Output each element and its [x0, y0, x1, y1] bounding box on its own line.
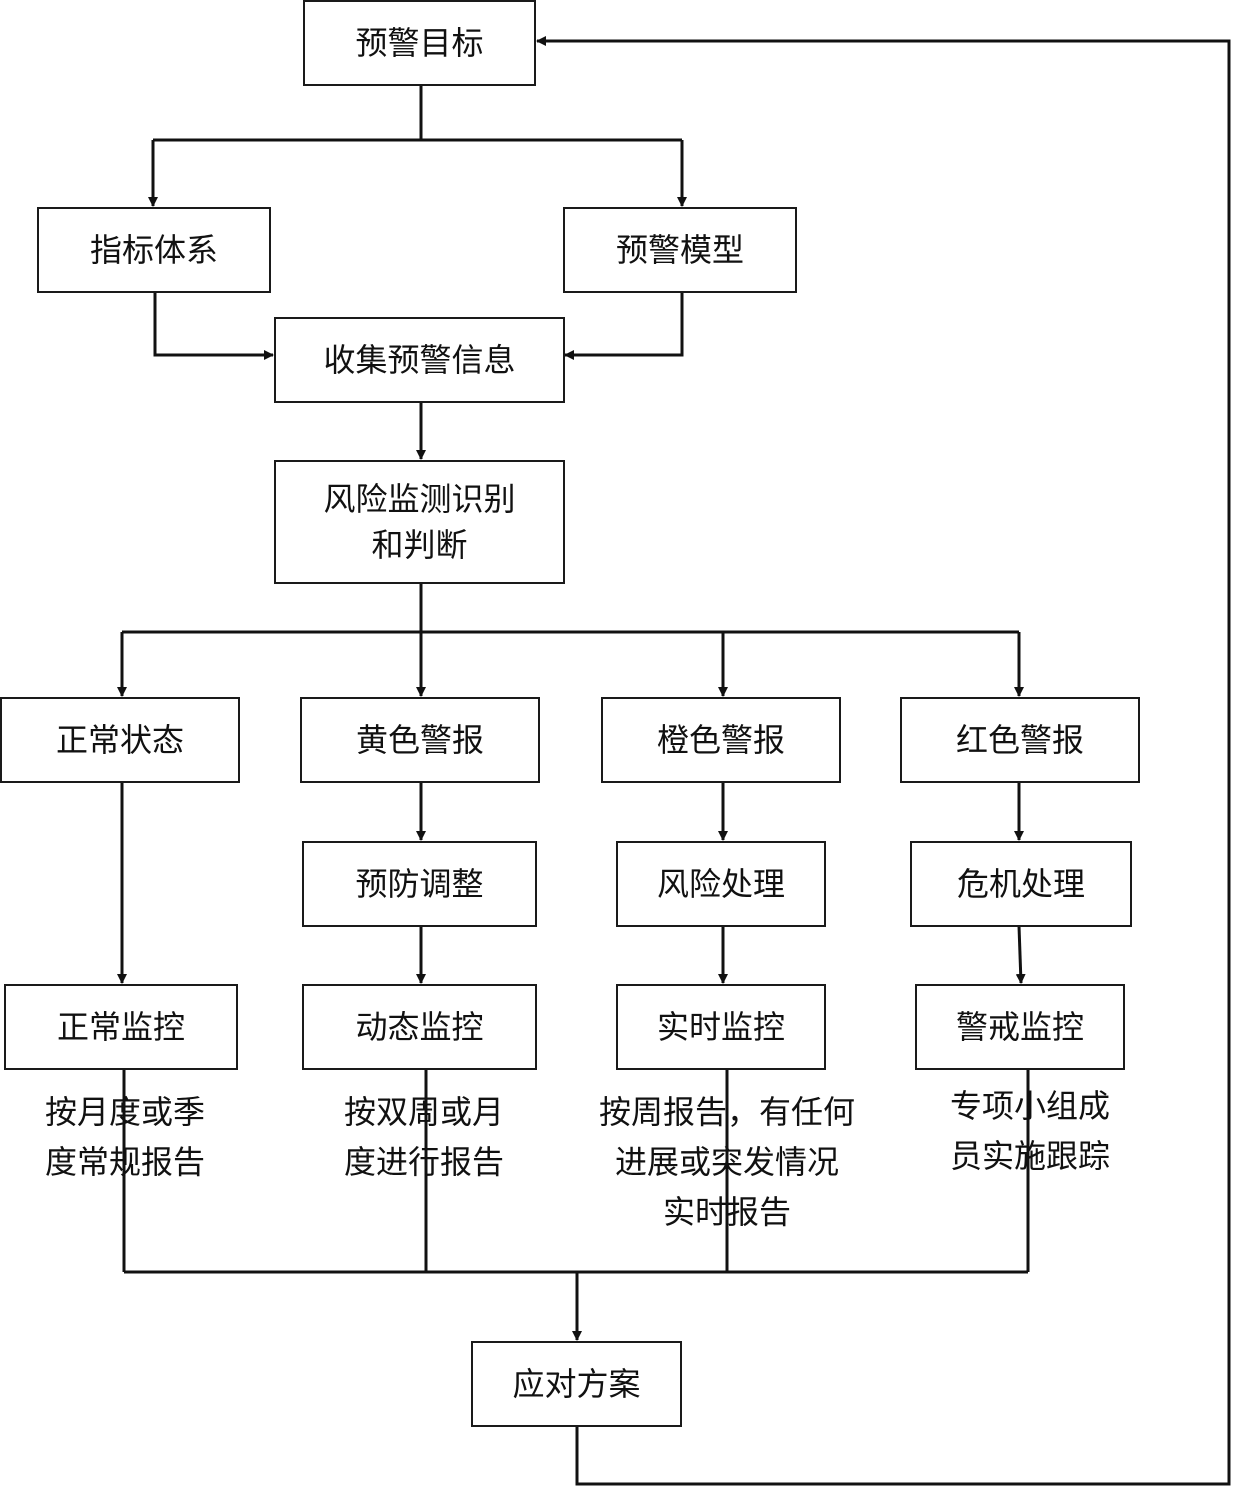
note-alert-monitor: 专项小组成 员实施跟踪: [910, 1081, 1150, 1181]
node-model: 预警模型: [563, 207, 797, 293]
node-normal-monitor-label: 正常监控: [56, 1008, 185, 1046]
node-orange-alert: 橙色警报: [601, 697, 841, 783]
node-prevent-adjust: 预防调整: [302, 841, 537, 927]
note-dynamic-line2: 度进行报告: [343, 1143, 504, 1181]
note-normal-line2: 度常规报告: [44, 1143, 205, 1181]
note-alert-line1: 专项小组成: [949, 1087, 1110, 1125]
note-realtime-line2: 进展或突发情况: [614, 1143, 839, 1181]
node-dynamic-monitor: 动态监控: [302, 984, 537, 1070]
node-dynamic-monitor-label: 动态监控: [355, 1008, 484, 1046]
node-orange-alert-label: 橙色警报: [656, 721, 785, 759]
note-dynamic-monitor: 按双周或月 度进行报告: [304, 1087, 544, 1187]
node-red-alert-label: 红色警报: [955, 721, 1084, 759]
node-realtime-monitor-label: 实时监控: [656, 1008, 785, 1046]
node-risk-handling: 风险处理: [616, 841, 826, 927]
node-collect: 收集预警信息: [274, 317, 565, 403]
node-goal-label: 预警目标: [355, 24, 484, 62]
node-normal-monitor: 正常监控: [4, 984, 238, 1070]
node-yellow-alert: 黄色警报: [300, 697, 540, 783]
edge-model-to-collect: [564, 292, 684, 360]
note-realtime-monitor: 按周报告，有任何 进展或突发情况 实时报告: [586, 1087, 868, 1237]
node-identify-label-line1: 风险监测识别: [323, 480, 516, 518]
node-model-label: 预警模型: [615, 231, 744, 269]
note-normal-line1: 按月度或季: [44, 1093, 205, 1131]
edge-crisis-to-alert: [1015, 925, 1026, 984]
node-indicators-label: 指标体系: [89, 231, 218, 269]
note-realtime-line1: 按周报告，有任何: [598, 1093, 855, 1131]
edge-feedback-loop: [536, 36, 1231, 1486]
node-normal-state: 正常状态: [0, 697, 240, 783]
note-alert-line2: 员实施跟踪: [949, 1137, 1110, 1175]
node-response-plan: 应对方案: [471, 1341, 682, 1427]
note-dynamic-line1: 按双周或月: [343, 1093, 504, 1131]
edge-indicators-to-collect: [153, 292, 274, 360]
node-realtime-monitor: 实时监控: [616, 984, 826, 1070]
node-red-alert: 红色警报: [900, 697, 1140, 783]
node-identify-label-line2: 和判断: [371, 526, 468, 564]
node-prevent-adjust-label: 预防调整: [355, 865, 484, 903]
node-collect-label: 收集预警信息: [323, 341, 516, 379]
node-goal: 预警目标: [303, 0, 536, 86]
node-normal-state-label: 正常状态: [55, 721, 184, 759]
node-response-plan-label: 应对方案: [512, 1365, 641, 1403]
note-normal-monitor: 按月度或季 度常规报告: [5, 1087, 245, 1187]
node-yellow-alert-label: 黄色警报: [355, 721, 484, 759]
node-risk-handling-label: 风险处理: [656, 865, 785, 903]
node-crisis-handling: 危机处理: [910, 841, 1132, 927]
node-crisis-handling-label: 危机处理: [956, 865, 1085, 903]
note-realtime-line3: 实时报告: [662, 1193, 791, 1231]
node-identify: 风险监测识别 和判断: [274, 460, 565, 584]
node-alert-monitor: 警戒监控: [915, 984, 1125, 1070]
node-alert-monitor-label: 警戒监控: [955, 1008, 1084, 1046]
node-indicators: 指标体系: [37, 207, 271, 293]
